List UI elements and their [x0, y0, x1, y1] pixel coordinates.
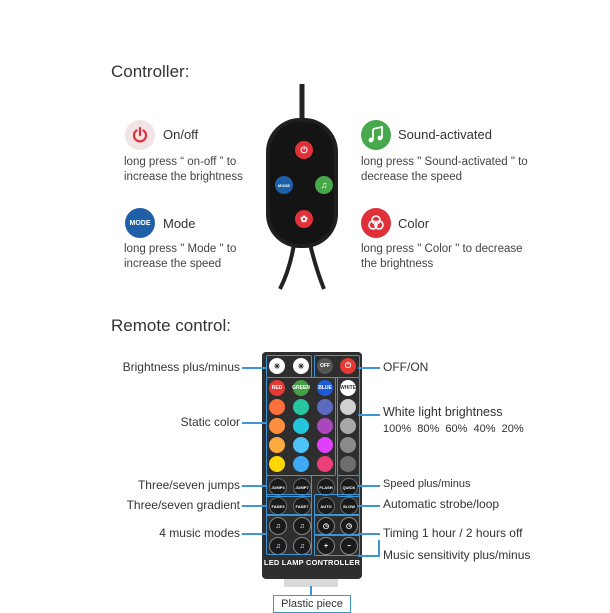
brightness-box: [266, 355, 312, 378]
label-offon: OFF/ON: [383, 360, 429, 374]
label-static-color: Static color: [180, 415, 240, 429]
controller-device: [266, 84, 338, 290]
feature-title-onoff: On/off: [163, 127, 199, 142]
quick-button[interactable]: QUICK: [340, 478, 358, 496]
offon-box: [314, 355, 360, 378]
leader-line: [358, 367, 380, 369]
white-brightness-button[interactable]: [340, 418, 356, 434]
color-button[interactable]: [293, 399, 309, 415]
color-button[interactable]: [293, 456, 309, 472]
mode-icon: MODE: [125, 208, 155, 238]
color-button[interactable]: [317, 437, 333, 453]
white-button[interactable]: WHITE: [340, 380, 356, 396]
color-button[interactable]: [317, 456, 333, 472]
music-note-icon: [361, 120, 391, 150]
leader-line: [358, 555, 380, 557]
white-brightness-button[interactable]: [340, 399, 356, 415]
white-brightness-box: [337, 377, 360, 476]
jump7-button[interactable]: JUMP7: [293, 478, 311, 496]
strobe-box: [314, 494, 360, 516]
leader-line: [242, 422, 266, 424]
leader-line: [358, 485, 380, 487]
music-box: [266, 514, 312, 555]
color-button[interactable]: [269, 456, 285, 472]
remote-heading: Remote control:: [111, 316, 231, 335]
color-button[interactable]: [269, 418, 285, 434]
feature-desc-color: long press " Color " to decrease the bri…: [361, 243, 523, 270]
static-color-box: [266, 377, 336, 476]
color-button[interactable]: [269, 437, 285, 453]
color-button[interactable]: [293, 418, 309, 434]
music-sensitivity-down-button[interactable]: −: [340, 537, 358, 555]
feature-desc-sound: long press " Sound-activated " to decrea…: [361, 156, 528, 183]
label-white-brightness: White light brightness: [383, 405, 503, 419]
feature-title-mode: Mode: [163, 216, 196, 231]
music-mode-button[interactable]: ♫: [269, 517, 287, 535]
jump3-button[interactable]: JUMP3: [269, 478, 287, 496]
music-sensitivity-up-button[interactable]: +: [317, 537, 335, 555]
mode-icon-text: MODE: [129, 219, 151, 227]
blue-button[interactable]: BLUE: [317, 380, 333, 396]
leader-line: [358, 505, 380, 507]
color-wheel-icon: [361, 208, 391, 238]
timing-box: [314, 514, 360, 536]
remote-control: ☀ ☀ OFF ⏻ RED GREEN BLUE WHITE JUMP3 JUM…: [262, 352, 362, 579]
color-button[interactable]: [317, 399, 333, 415]
plastic-piece-label: Plastic piece: [273, 595, 351, 613]
controller-mode-button[interactable]: MODE: [275, 176, 293, 194]
gradient-box: [266, 494, 312, 516]
music-mode-button[interactable]: ♫: [293, 517, 311, 535]
leader-line: [242, 533, 266, 535]
controller-power-button[interactable]: ⏻: [295, 141, 313, 159]
feature-title-color: Color: [398, 216, 430, 231]
leader-line: [242, 485, 266, 487]
feature-title-sound: Sound-activated: [398, 127, 492, 142]
color-button[interactable]: [317, 418, 333, 434]
label-timing: Timing 1 hour / 2 hours off: [383, 526, 523, 540]
leader-line: [242, 505, 266, 507]
color-button[interactable]: [293, 437, 309, 453]
flash-button[interactable]: FLASH: [317, 478, 335, 496]
remote-brand: LED LAMP CONTROLLER: [263, 558, 361, 567]
power-icon: [125, 120, 155, 150]
controller-color-button[interactable]: ✿: [295, 210, 313, 228]
color-button[interactable]: [269, 399, 285, 415]
controller-heading: Controller:: [111, 62, 190, 81]
label-strobe: Automatic strobe/loop: [383, 497, 500, 511]
feature-desc-onoff: long press “ on-off ” to increase the br…: [124, 156, 243, 183]
label-sensitivity: Music sensitivity plus/minus: [383, 548, 531, 562]
red-button[interactable]: RED: [269, 380, 285, 396]
leader-line: [358, 533, 380, 535]
white-brightness-button[interactable]: [340, 437, 356, 453]
leader-line: [378, 540, 380, 556]
speed-box: [337, 475, 360, 497]
label-jumps: Three/seven jumps: [137, 478, 240, 492]
jumps-box: [266, 475, 312, 497]
on-button[interactable]: ⏻: [340, 358, 356, 374]
brightness-up-button[interactable]: ☀: [269, 358, 285, 374]
brightness-down-button[interactable]: ☀: [293, 358, 309, 374]
slow-button[interactable]: SLOW: [340, 497, 358, 515]
leader-line: [242, 367, 266, 369]
sensitivity-box: [314, 534, 360, 556]
off-button[interactable]: OFF: [317, 358, 333, 374]
label-gradient: Three/seven gradient: [126, 498, 240, 512]
label-music-modes: 4 music modes: [159, 526, 240, 540]
green-button[interactable]: GREEN: [292, 380, 310, 396]
label-white-levels: 100% 80% 60% 40% 20%: [383, 423, 524, 435]
label-brightness: Brightness plus/minus: [122, 360, 240, 374]
leader-line: [310, 586, 312, 596]
controller-sound-button[interactable]: ♫: [315, 176, 333, 194]
white-brightness-button[interactable]: [340, 456, 356, 472]
leader-line: [358, 414, 380, 416]
plastic-tab: [284, 579, 338, 587]
label-speed: Speed plus/minus: [383, 478, 471, 490]
feature-desc-mode: long press " Mode " to increase the spee…: [124, 243, 237, 270]
